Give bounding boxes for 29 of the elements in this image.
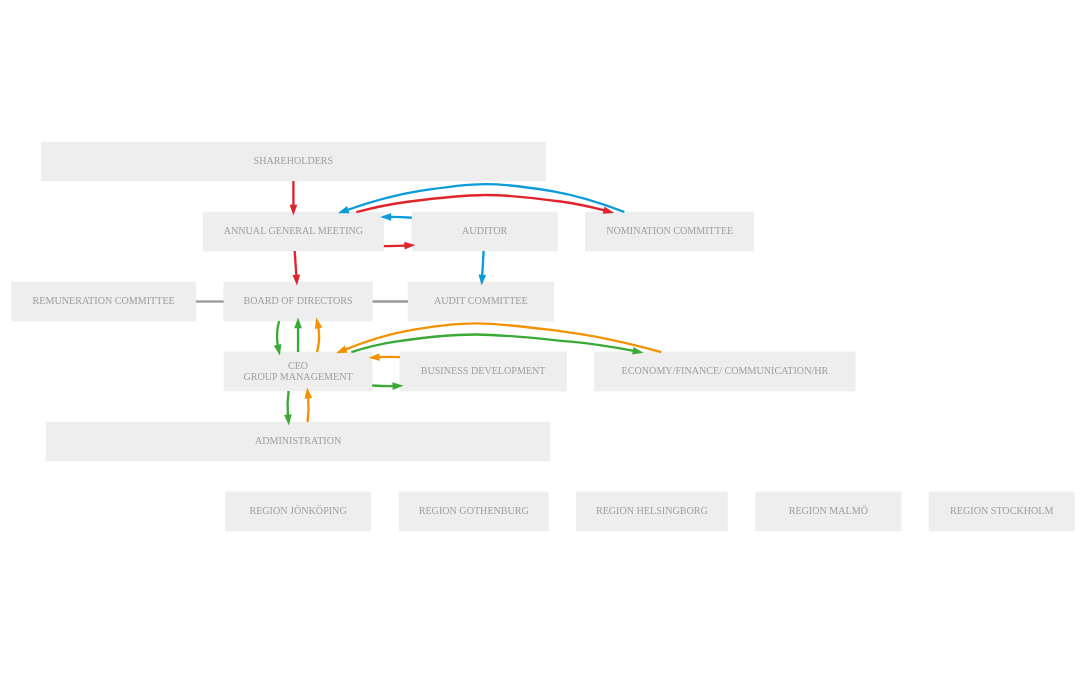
arrow bbox=[314, 317, 323, 353]
arrow bbox=[336, 322, 662, 354]
arrow bbox=[294, 317, 302, 353]
node-box: ADMINISTRATION bbox=[45, 421, 551, 462]
arrow bbox=[289, 181, 298, 216]
connector bbox=[195, 300, 224, 303]
arrow bbox=[292, 250, 301, 286]
arrow bbox=[273, 320, 282, 356]
arrow bbox=[304, 387, 313, 423]
arrow bbox=[372, 382, 404, 390]
node-box: NOMINATION COMMITTEE bbox=[585, 211, 755, 252]
arrow bbox=[383, 241, 416, 250]
node-box: REMUNERATION COMMITTEE bbox=[11, 281, 197, 322]
connector bbox=[372, 300, 408, 303]
node-box: ECONOMY/FINANCE/ COMMUNICATION/HR bbox=[594, 351, 856, 392]
node-box: AUDITOR bbox=[411, 211, 558, 252]
node-box: BOARD OF DIRECTORS bbox=[223, 281, 373, 322]
arrow bbox=[478, 250, 487, 286]
arrow bbox=[380, 213, 412, 221]
node-box: AUDIT COMMITTEE bbox=[407, 281, 554, 322]
arrow bbox=[351, 333, 644, 355]
node-box: ANNUAL GENERAL MEETING bbox=[202, 211, 384, 252]
node-box: CEO GROUP MANAGEMENT bbox=[223, 351, 373, 392]
arrow bbox=[356, 193, 615, 214]
node-box: SHAREHOLDERS bbox=[41, 141, 546, 182]
arrow bbox=[337, 182, 625, 214]
node-box: BUSINESS DEVELOPMENT bbox=[399, 351, 567, 392]
arrow bbox=[284, 390, 292, 426]
arrow bbox=[368, 353, 400, 361]
